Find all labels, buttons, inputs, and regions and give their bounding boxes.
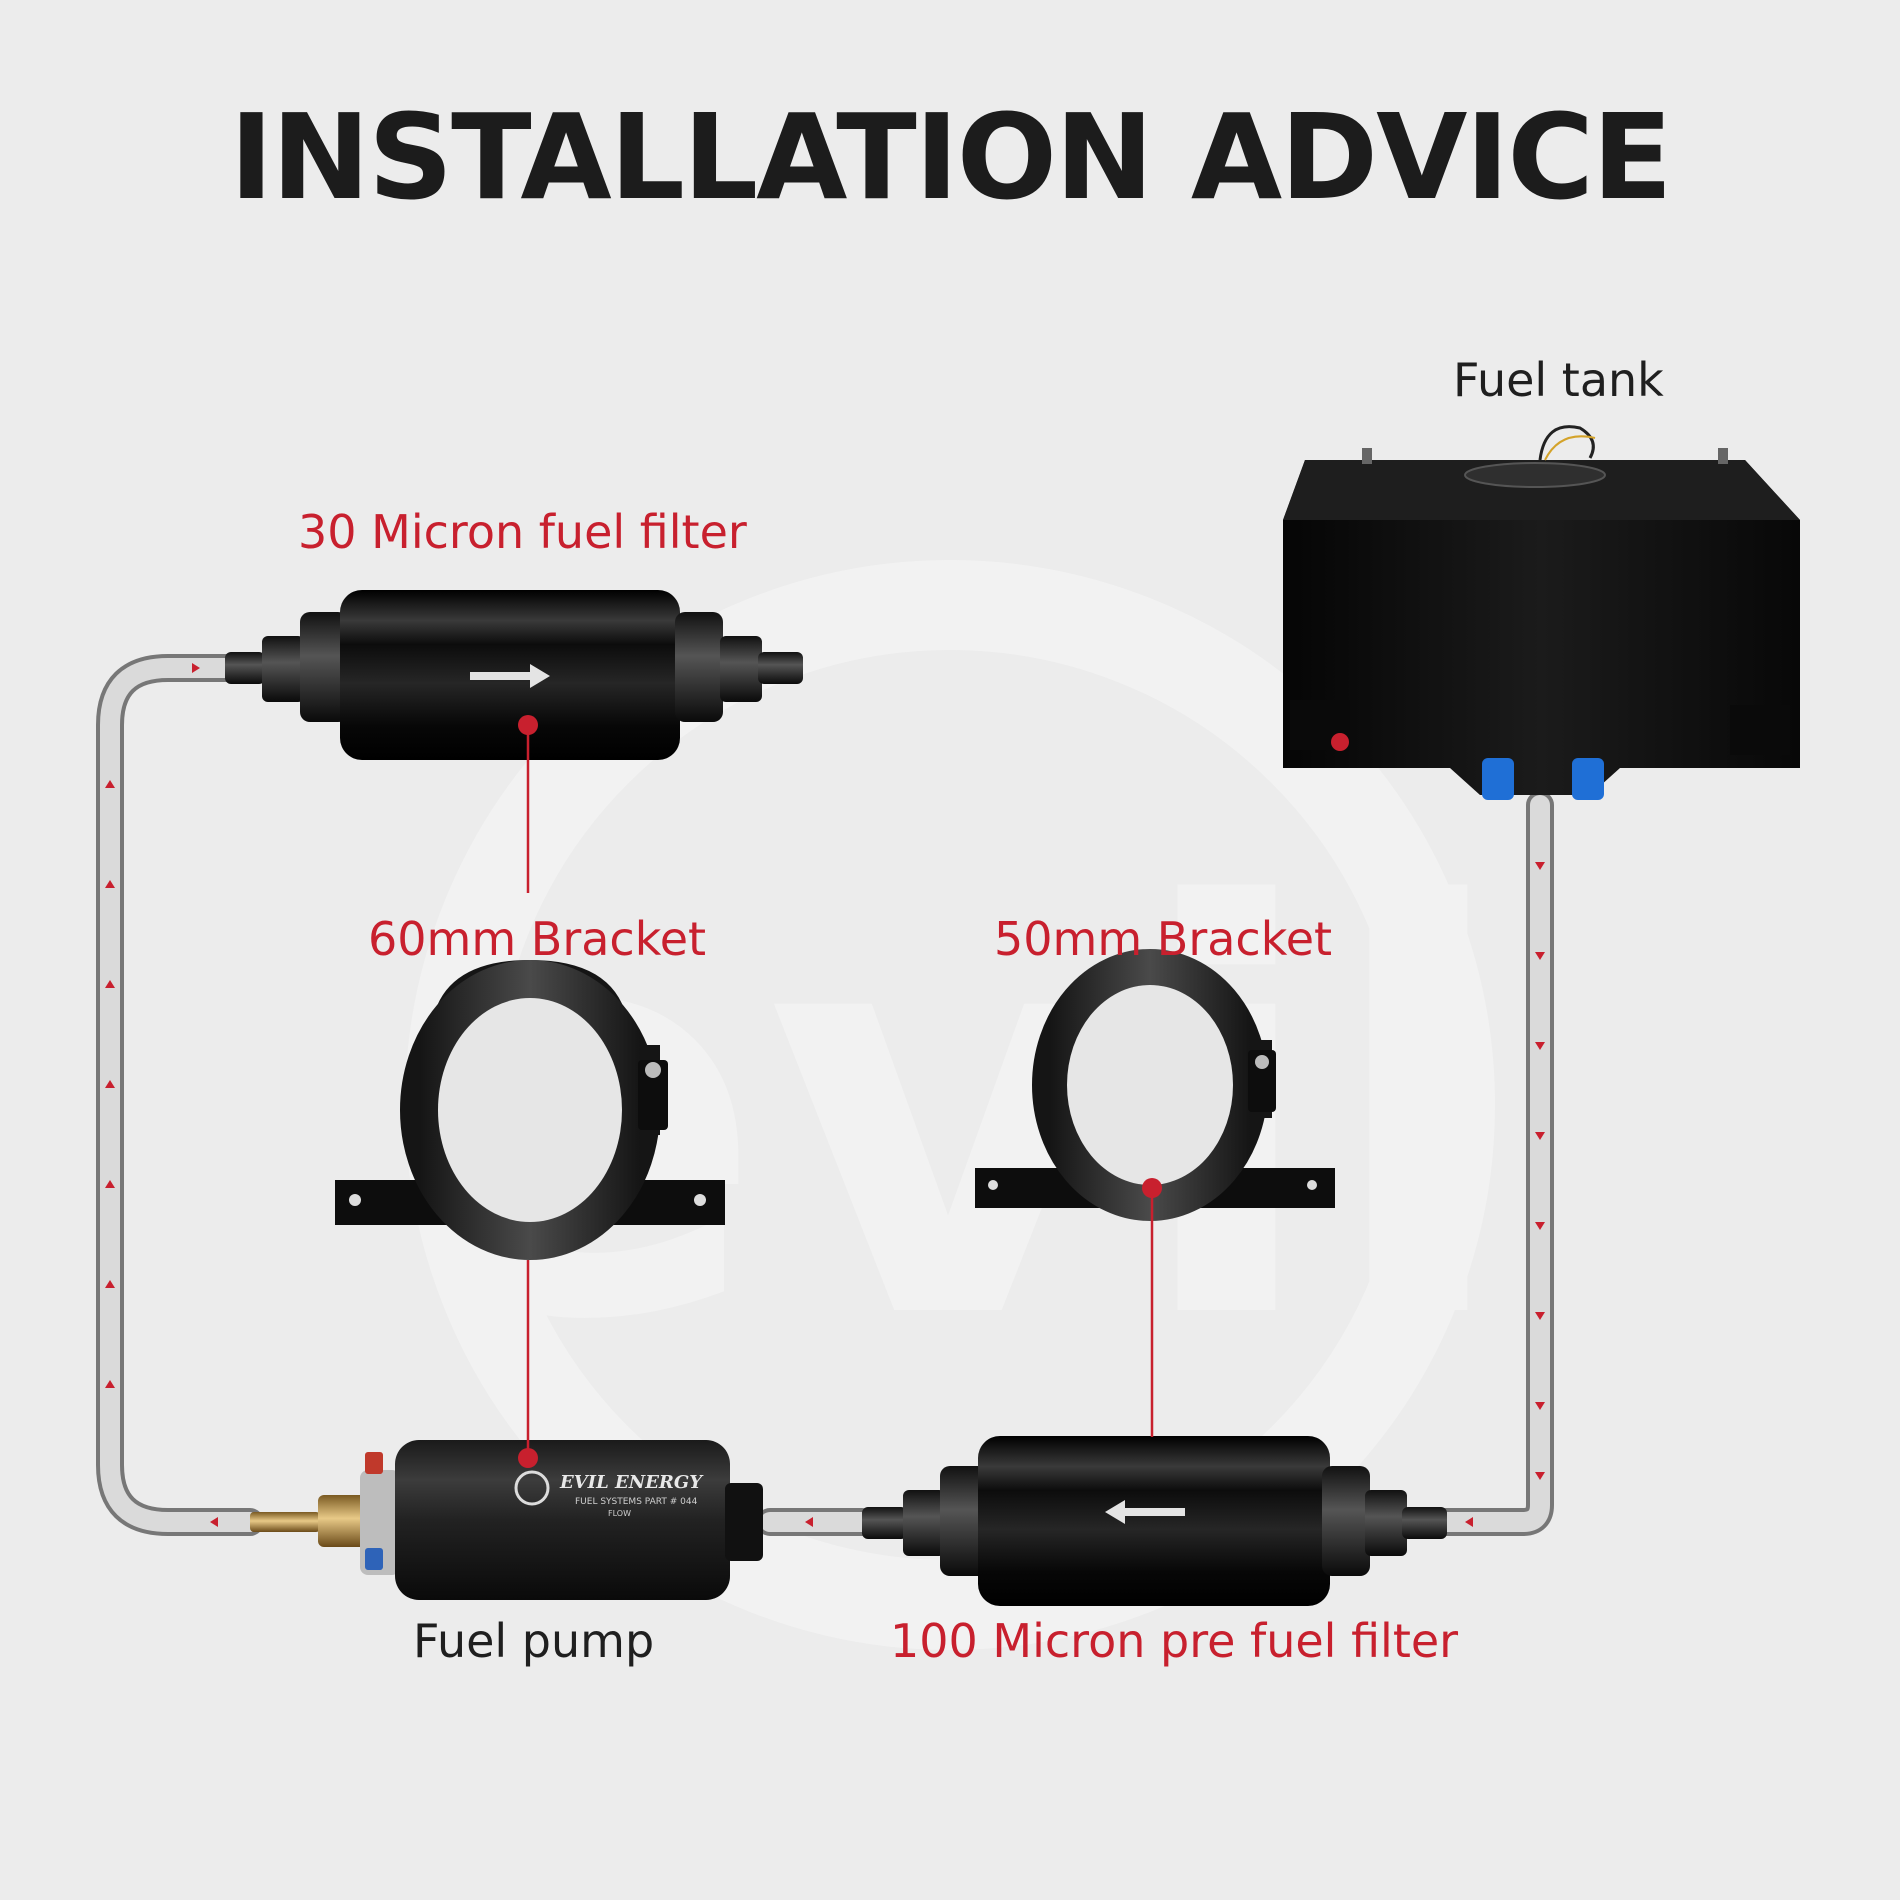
label-30-micron-filter: 30 Micron fuel filter: [298, 505, 747, 559]
leader-lines: [518, 715, 1349, 1468]
label-60mm-bracket: 60mm Bracket: [368, 912, 707, 966]
fuel-hose: [96, 654, 1554, 1536]
page-title: INSTALLATION ADVICE: [229, 88, 1672, 226]
bracket-60mm: [335, 960, 725, 1260]
pump-part-text: FUEL SYSTEMS PART # 044: [575, 1497, 698, 1507]
label-50mm-bracket: 50mm Bracket: [994, 912, 1333, 966]
label-fuel-tank: Fuel tank: [1453, 353, 1664, 407]
brand-logo-icon: [514, 1470, 550, 1506]
fuel-tank: [1283, 425, 1800, 800]
pump-flow-text: FLOW: [608, 1509, 631, 1518]
flow-direction-arrow-icon: [470, 664, 550, 688]
label-100-micron-pre-filter: 100 Micron pre fuel filter: [890, 1614, 1459, 1668]
filter-100-micron: [862, 1436, 1447, 1606]
flow-arrows: [105, 663, 1545, 1527]
label-fuel-pump: Fuel pump: [413, 1614, 655, 1668]
fuel-pump: EVIL ENERGY FUEL SYSTEMS PART # 044 FLOW: [250, 1440, 763, 1600]
tank-outlet-fitting-icon: [1482, 758, 1604, 800]
pump-brand-text: EVIL ENERGY: [559, 1472, 704, 1493]
filter-30-micron: [225, 590, 803, 760]
flow-direction-arrow-icon: [1105, 1500, 1185, 1524]
bracket-50mm: [975, 949, 1335, 1221]
